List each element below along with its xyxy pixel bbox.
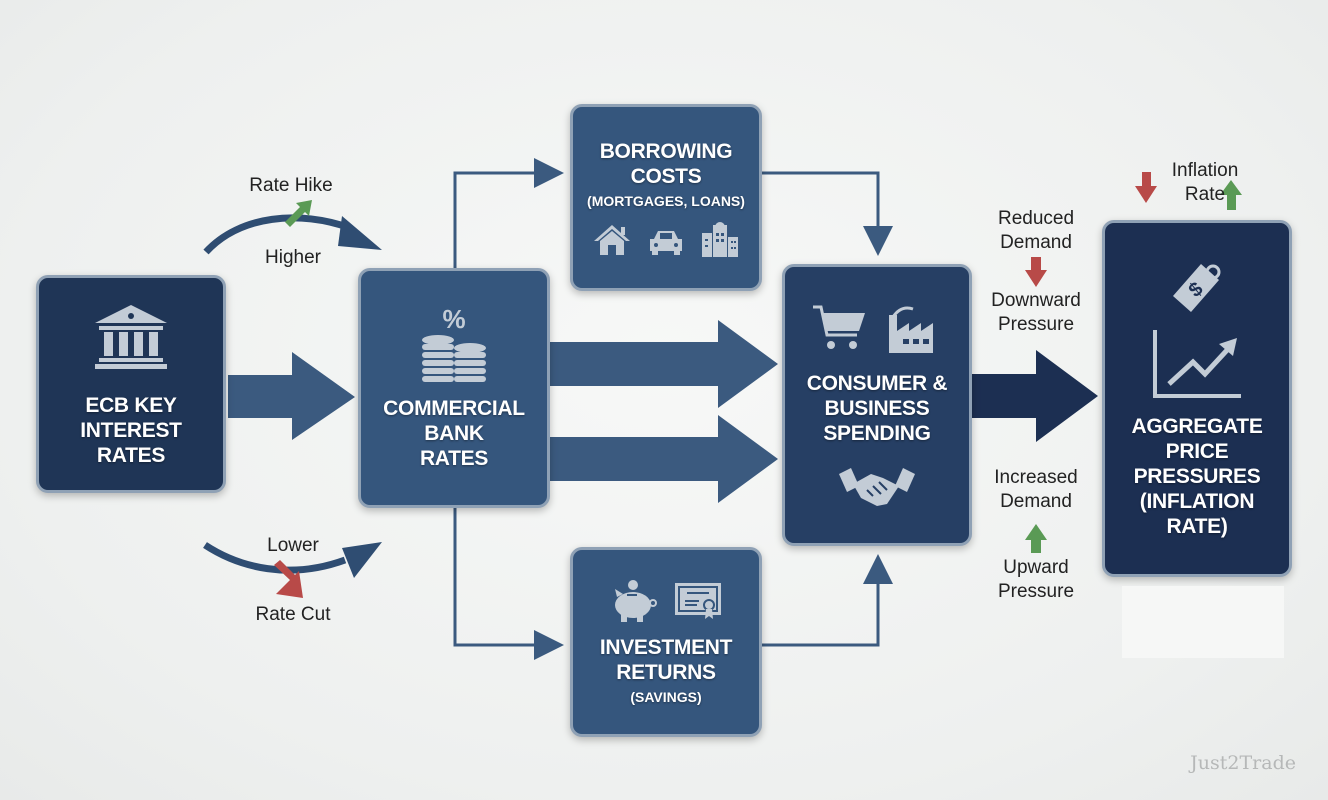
node-aggregate-price-pressures[interactable]: $ AGGREGATE PRICE PRESSURES (INFLATION R… (1102, 220, 1292, 577)
curve-arrow-cut-head (342, 542, 382, 578)
blank-patch (1122, 586, 1284, 658)
curve-arrow-hike (203, 214, 352, 255)
node-title: COMMERCIAL BANK RATES (383, 396, 525, 470)
red-down-arrow-icon (274, 560, 303, 598)
icon-row (609, 579, 723, 623)
factory-icon (889, 306, 933, 353)
node-ecb-key-interest-rates[interactable]: ECB KEY INTEREST RATES (36, 275, 226, 493)
house-icon (594, 224, 630, 255)
node-commercial-bank-rates[interactable]: % COMMERCIAL BANK RATES (358, 268, 550, 508)
shopping-cart-icon (813, 305, 865, 349)
green-up-arrow-icon (1220, 180, 1242, 210)
node-title: INVESTMENT RETURNS (599, 636, 733, 684)
office-building-icon (702, 221, 738, 257)
label-downward-pressure: Downward Pressure (991, 290, 1081, 335)
label-lower: Lower (267, 535, 319, 556)
label-reduced-demand: Reduced Demand (997, 208, 1075, 253)
line-investment-to-spending (762, 554, 893, 647)
icon-row (592, 221, 740, 257)
node-title: AGGREGATE PRICE PRESSURES (INFLATION RAT… (1131, 415, 1263, 538)
handshake-icon (839, 467, 915, 506)
node-borrowing-costs[interactable]: BORROWING COSTS (MORTGAGES, LOANS) (570, 104, 762, 291)
rising-chart-icon (1153, 330, 1241, 398)
label-inflation-rate: Inflation Rate (1171, 160, 1239, 205)
watermark: Just2Trade (1190, 752, 1296, 774)
label-rate-hike: Rate Hike (249, 175, 333, 196)
percent-coins-icon: % (422, 306, 486, 382)
node-title: CONSUMER & BUSINESS SPENDING (806, 371, 948, 445)
car-icon (650, 230, 682, 255)
arrow-commercial-to-spending-bottom (550, 415, 778, 503)
node-subtitle: (SAVINGS) (630, 689, 702, 705)
curve-arrow-hike-head (338, 216, 382, 250)
red-down-arrow-icon (1025, 257, 1047, 287)
price-tag-icon: $ (1173, 264, 1221, 312)
line-commercial-to-borrowing (453, 158, 564, 268)
node-consumer-business-spending[interactable]: CONSUMER & BUSINESS SPENDING (782, 264, 972, 546)
arrow-spending-to-aggregate (972, 350, 1098, 442)
line-commercial-to-investment (453, 508, 564, 660)
node-subtitle: (MORTGAGES, LOANS) (587, 192, 745, 209)
arrow-ecb-to-commercial (228, 352, 355, 440)
green-up-arrow-icon (1025, 524, 1047, 553)
node-title: ECB KEY INTEREST RATES (80, 393, 182, 467)
green-up-arrow-icon (285, 200, 312, 227)
line-borrowing-to-spending (762, 171, 893, 256)
label-higher: Higher (265, 247, 321, 268)
label-upward-pressure: Upward Pressure (997, 557, 1075, 602)
svg-text:%: % (442, 306, 465, 334)
arrow-commercial-to-spending-top (550, 320, 778, 408)
icon-row (811, 301, 943, 355)
curve-arrow-cut (203, 542, 347, 574)
piggy-bank-icon (615, 580, 657, 622)
node-title: BORROWING COSTS (599, 139, 733, 188)
label-increased-demand: Increased Demand (994, 467, 1078, 512)
bank-building-icon (95, 304, 167, 369)
node-investment-returns[interactable]: INVESTMENT RETURNS (SAVINGS) (570, 547, 762, 737)
certificate-icon (675, 583, 721, 619)
red-down-arrow-icon (1135, 172, 1157, 203)
label-rate-cut: Rate Cut (255, 604, 331, 625)
